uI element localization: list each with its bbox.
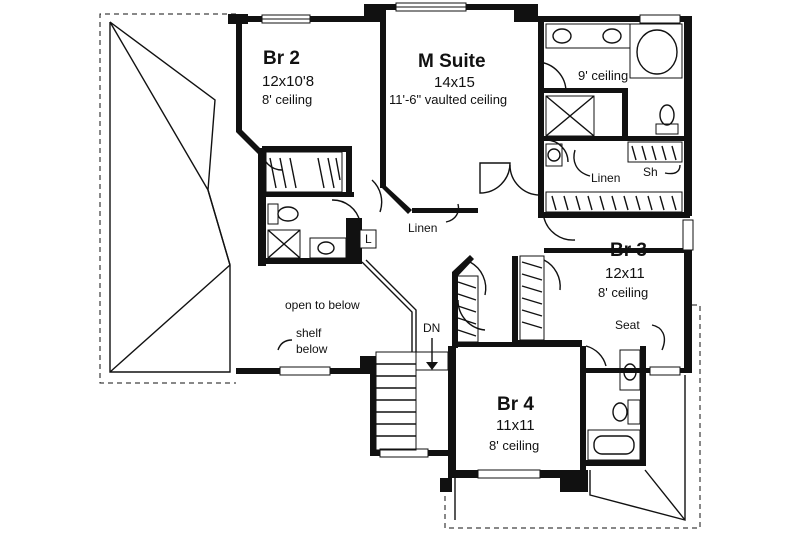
br2-ceiling: 8' ceiling xyxy=(262,92,312,107)
fixtures xyxy=(267,23,683,461)
br2-dims: 12x10'8 xyxy=(262,73,314,90)
room-br3: Br 3 12x11 8' ceiling xyxy=(598,240,648,300)
br4-name: Br 4 xyxy=(497,394,534,415)
windows xyxy=(261,2,694,479)
msuite-ceiling: 11'-6" vaulted ceiling xyxy=(389,92,507,107)
below-label: below xyxy=(296,342,328,356)
br3-dims: 12x11 xyxy=(605,265,645,282)
br2-name: Br 2 xyxy=(263,48,300,69)
msuite-dims: 14x15 xyxy=(434,74,475,91)
room-br4: Br 4 11x11 8' ceiling xyxy=(489,394,539,453)
msuite-name: M Suite xyxy=(418,51,486,72)
left-roof xyxy=(99,13,236,384)
shelf-label: shelf xyxy=(296,326,322,340)
br4-dims: 11x11 xyxy=(496,417,535,434)
laundry-label: L xyxy=(365,232,372,246)
closets xyxy=(265,141,683,343)
shower-label: Sh xyxy=(643,165,658,179)
stairs xyxy=(361,259,449,451)
master-bath-ceiling: 9' ceiling xyxy=(578,68,628,83)
seat-label: Seat xyxy=(615,318,640,332)
br3-ceiling: 8' ceiling xyxy=(598,285,648,300)
br4-ceiling: 8' ceiling xyxy=(489,438,539,453)
hall-linen-label: Linen xyxy=(408,221,437,235)
master-linen-label: Linen xyxy=(591,171,620,185)
br3-name: Br 3 xyxy=(610,240,647,261)
stairs-down-label: DN xyxy=(423,321,440,335)
room-msuite: M Suite 14x15 11'-6" vaulted ceiling xyxy=(389,51,507,107)
walls xyxy=(228,4,692,492)
open-to-below-label: open to below xyxy=(285,298,360,312)
room-br2: Br 2 12x10'8 8' ceiling xyxy=(262,48,314,107)
right-roof xyxy=(444,304,701,529)
label-arrows xyxy=(277,149,681,351)
doors xyxy=(261,61,607,367)
